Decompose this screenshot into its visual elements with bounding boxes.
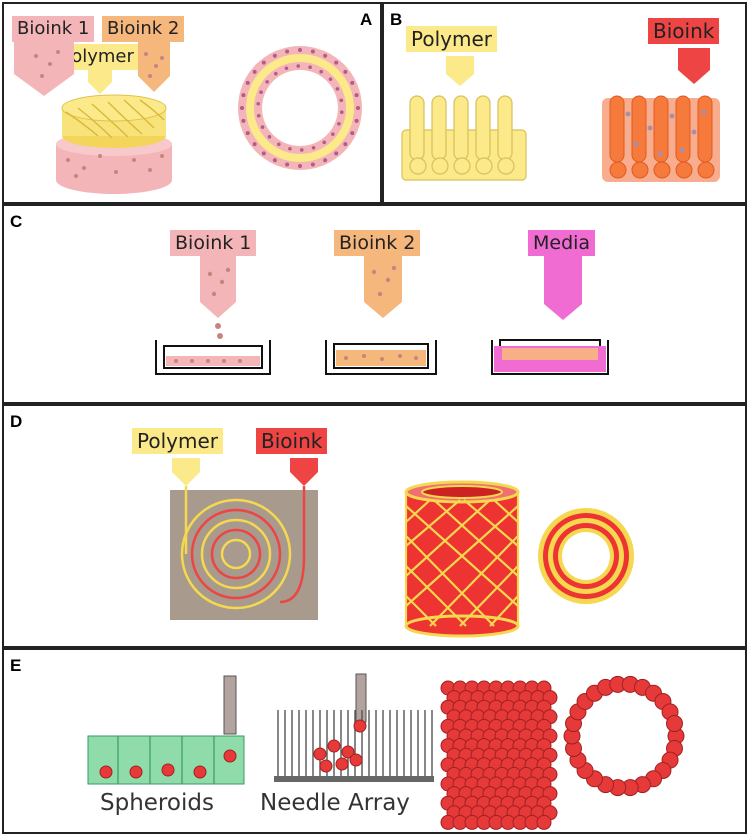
bioink-nozzle bbox=[678, 48, 710, 84]
panel-b-polymer-label: Polymer bbox=[406, 26, 497, 52]
panel-d-letter: D bbox=[10, 412, 23, 431]
polymer-nozzle bbox=[446, 56, 474, 86]
bioink1-nozzle bbox=[200, 256, 236, 318]
panel-d-bioink-label: Bioink bbox=[256, 428, 328, 454]
polymer-nozzle bbox=[172, 458, 200, 486]
bioink1-nozzle bbox=[14, 40, 74, 96]
panel-a-illustration bbox=[14, 40, 362, 194]
panel-e-letter: E bbox=[10, 656, 22, 675]
panel-c-media-label: Media bbox=[528, 230, 596, 256]
panel-d-illustration bbox=[170, 458, 634, 638]
panel-c-illustration bbox=[155, 256, 609, 375]
bioink-scaffold bbox=[602, 95, 720, 182]
panel-d-polymer-label: Polymer bbox=[132, 428, 223, 454]
media-nozzle bbox=[544, 256, 582, 320]
spheroid-sheet bbox=[87, 735, 245, 785]
panel-e: E Spheroids Needle Array bbox=[2, 648, 747, 834]
panel-e-illustration bbox=[87, 673, 685, 830]
needle-array-caption: Needle Array bbox=[260, 790, 410, 816]
panel-b: B Polymer Bioink bbox=[382, 2, 747, 204]
panel-b-letter: B bbox=[390, 10, 403, 29]
panel-a-bioink2-label: Bioink 2 bbox=[102, 16, 185, 42]
bioink-nozzle bbox=[290, 458, 318, 486]
panel-a-letter: A bbox=[360, 10, 373, 29]
panel-c-bioink2-label: Bioink 2 bbox=[334, 230, 421, 256]
panel-a-bioink1-label: Bioink 1 bbox=[12, 16, 95, 42]
panel-d: D Polymer Bioink bbox=[2, 404, 747, 648]
panel-b-bioink-label: Bioink bbox=[648, 18, 720, 44]
panel-c: C Bioink 1 Bioink 2 Media bbox=[2, 204, 747, 404]
panel-c-letter: C bbox=[10, 212, 23, 231]
spheroids-caption: Spheroids bbox=[100, 790, 214, 816]
panel-a: A Bioink 1 Bioink 2 Polymer bbox=[2, 2, 382, 204]
bioink2-nozzle bbox=[364, 256, 402, 318]
panel-b-illustration bbox=[401, 48, 720, 182]
polymer-nozzle bbox=[88, 68, 112, 94]
polymer-scaffold bbox=[401, 95, 527, 181]
panel-c-bioink1-label: Bioink 1 bbox=[170, 230, 257, 256]
